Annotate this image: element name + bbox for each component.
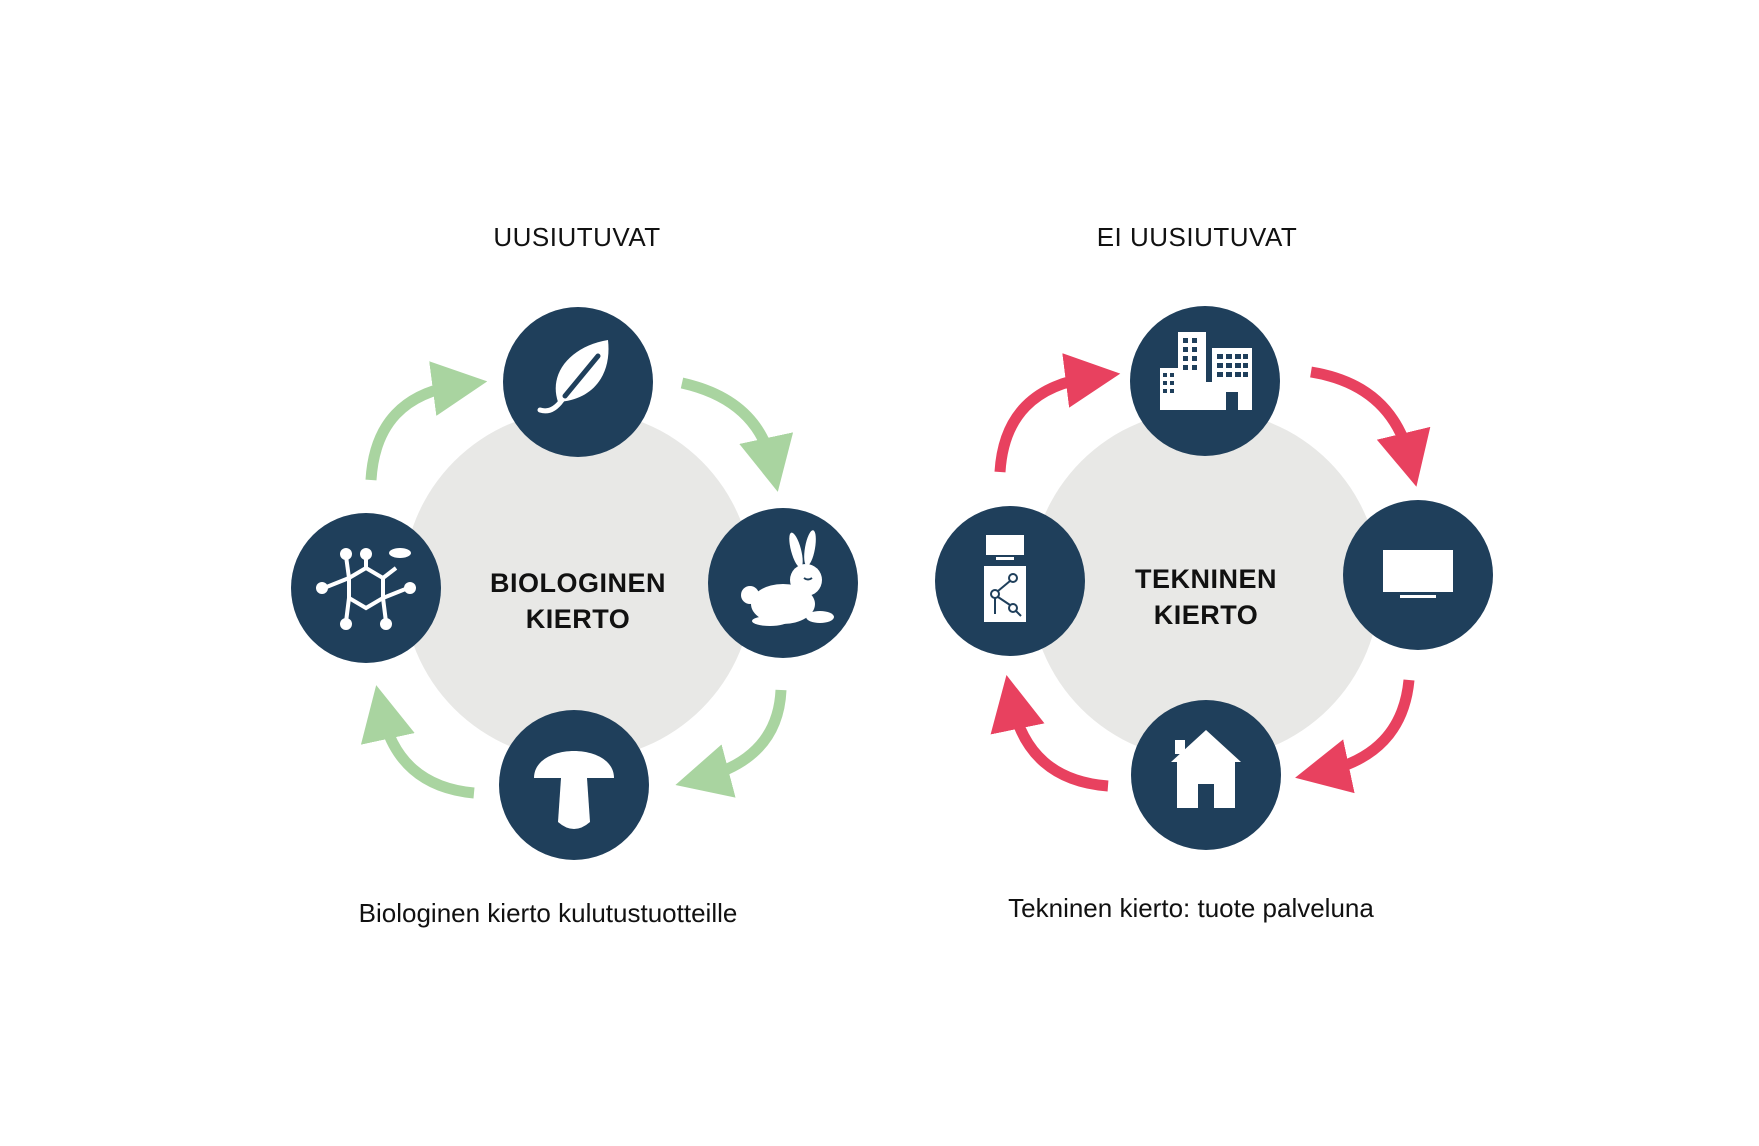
buildings-icon: [1160, 332, 1252, 410]
tech-arrows: [990, 353, 1431, 794]
bio-center-line2: KIERTO: [525, 604, 631, 634]
bio-arrows: [360, 361, 794, 799]
bio-node-leaf: [503, 307, 653, 457]
house-icon: [1171, 730, 1241, 808]
tech-heading: EI UUSIUTUVAT: [1096, 222, 1298, 252]
bio-center-label: BIOLOGINEN KIERTO: [490, 565, 666, 637]
tech-center-line1: TEKNINEN: [1134, 564, 1278, 594]
tech-arrow-bottom-right: [1295, 679, 1415, 794]
bio-node-molecule: [291, 513, 441, 663]
bio-arrow-top-right: [680, 377, 794, 492]
tech-arrow-top-left: [994, 353, 1121, 473]
tech-caption: Tekninen kierto: tuote palveluna: [1008, 893, 1374, 923]
tech-node-device: [935, 506, 1085, 656]
tech-arrow-top-right: [1310, 366, 1431, 487]
bio-node-mushroom: [499, 710, 649, 860]
tech-center-disc: [1030, 410, 1380, 760]
leaf-icon: [537, 340, 609, 414]
device-circuit-icon: [984, 535, 1026, 622]
tech-node-house: [1131, 700, 1281, 850]
bio-center-disc: [403, 410, 753, 760]
bio-node-rabbit: [708, 508, 858, 658]
molecule-icon: [316, 548, 416, 630]
bio-cycle: [291, 307, 858, 860]
bio-arrow-bottom-left: [360, 685, 475, 799]
tech-cycle: [935, 306, 1493, 850]
bio-arrow-top-left: [365, 361, 488, 481]
mushroom-icon: [534, 751, 614, 829]
tech-node-buildings: [1130, 306, 1280, 456]
tech-center-label: TEKNINEN KIERTO: [1135, 561, 1277, 633]
monitor-icon: [1383, 550, 1453, 598]
bio-arrow-bottom-right: [675, 689, 787, 798]
rabbit-icon: [741, 530, 834, 626]
tech-center-line2: KIERTO: [1153, 600, 1259, 630]
bio-center-line1: BIOLOGINEN: [489, 568, 667, 598]
tech-arrow-bottom-left: [990, 675, 1109, 792]
bio-caption: Biologinen kierto kulutustuotteille: [358, 898, 738, 928]
bio-heading: UUSIUTUVAT: [493, 222, 661, 252]
tech-node-monitor: [1343, 500, 1493, 650]
